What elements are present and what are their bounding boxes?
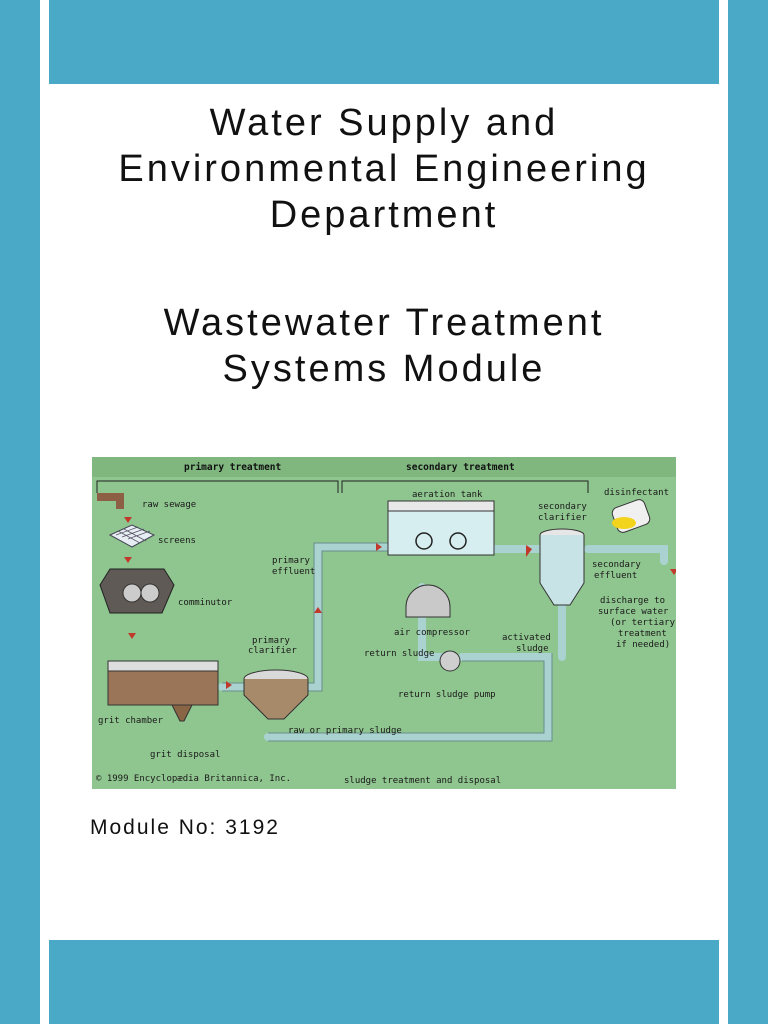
activated-sludge-label-1: activated	[502, 633, 551, 643]
left-border	[0, 84, 40, 940]
air-compressor-icon	[405, 584, 451, 618]
secondary-clarifier-label-2: clarifier	[538, 513, 587, 523]
subtitle-line-1: Wastewater Treatment	[163, 302, 605, 344]
flow-arrows	[124, 517, 676, 689]
copyright-label: © 1999 Encyclopædia Britannica, Inc.	[96, 774, 291, 784]
title-line-3: Department	[269, 194, 499, 236]
secondary-bracket	[341, 480, 589, 493]
secondary-effluent-label-1: secondary	[592, 560, 641, 570]
raw-sewage-label: raw sewage	[142, 500, 196, 510]
discharge-label-3: (or tertiary	[610, 618, 676, 628]
aeration-tank-label: aeration tank	[412, 490, 483, 500]
department-title: Water Supply and Environmental Engineeri…	[50, 100, 718, 238]
screens-icon	[108, 524, 156, 548]
primary-effluent-label-1: primary	[272, 556, 311, 566]
primary-clarifier-label-1: primary	[252, 636, 291, 646]
discharge-label-5: if needed)	[616, 640, 670, 650]
secondary-treatment-header: secondary treatment	[406, 462, 515, 473]
module-title: Wastewater Treatment Systems Module	[50, 300, 718, 392]
top-band	[0, 0, 768, 84]
secondary-clarifier-icon	[539, 528, 585, 606]
grit-chamber-label: grit chamber	[98, 716, 164, 726]
sludge-treatment-label: sludge treatment and disposal	[344, 776, 501, 786]
discharge-label-2: surface water	[598, 607, 669, 617]
return-sludge-pump-icon	[439, 650, 461, 672]
left-separator	[40, 0, 49, 1024]
bottom-band	[0, 940, 768, 1024]
subtitle-line-2: Systems Module	[222, 348, 546, 390]
disinfectant-bottle-icon	[611, 499, 651, 533]
return-sludge-pump-label: return sludge pump	[398, 690, 496, 700]
screens-label: screens	[158, 536, 196, 546]
aeration-tank-icon	[387, 500, 495, 556]
raw-sewage-pipe	[97, 493, 124, 509]
primary-effluent-label-2: effluent	[272, 567, 315, 577]
discharge-label-4: treatment	[618, 629, 667, 639]
module-number: Module No: 3192	[90, 816, 280, 839]
primary-clarifier-label-2: clarifier	[248, 646, 297, 656]
comminutor-icon	[99, 568, 175, 614]
activated-sludge-label-2: sludge	[516, 644, 549, 654]
air-compressor-label: air compressor	[394, 628, 470, 638]
secondary-effluent-label-2: effluent	[594, 571, 637, 581]
disinfectant-label: disinfectant	[604, 488, 669, 498]
grit-disposal-label: grit disposal	[150, 750, 220, 760]
diagram-header-bar	[92, 457, 676, 477]
primary-treatment-header: primary treatment	[184, 462, 281, 473]
right-border	[728, 84, 768, 940]
primary-bracket	[96, 480, 339, 493]
raw-primary-sludge-label: raw or primary sludge	[288, 726, 402, 736]
return-sludge-label: return sludge	[364, 649, 434, 659]
right-separator	[719, 0, 728, 1024]
grit-chamber-icon	[107, 660, 219, 722]
discharge-label-1: discharge to	[600, 596, 665, 606]
title-line-2: Environmental Engineering	[118, 148, 650, 190]
comminutor-label: comminutor	[178, 598, 233, 608]
secondary-clarifier-label-1: secondary	[538, 502, 587, 512]
primary-clarifier-icon	[243, 669, 309, 720]
title-line-1: Water Supply and	[209, 102, 559, 144]
wastewater-treatment-diagram: primary treatment secondary treatment ra…	[92, 457, 676, 789]
